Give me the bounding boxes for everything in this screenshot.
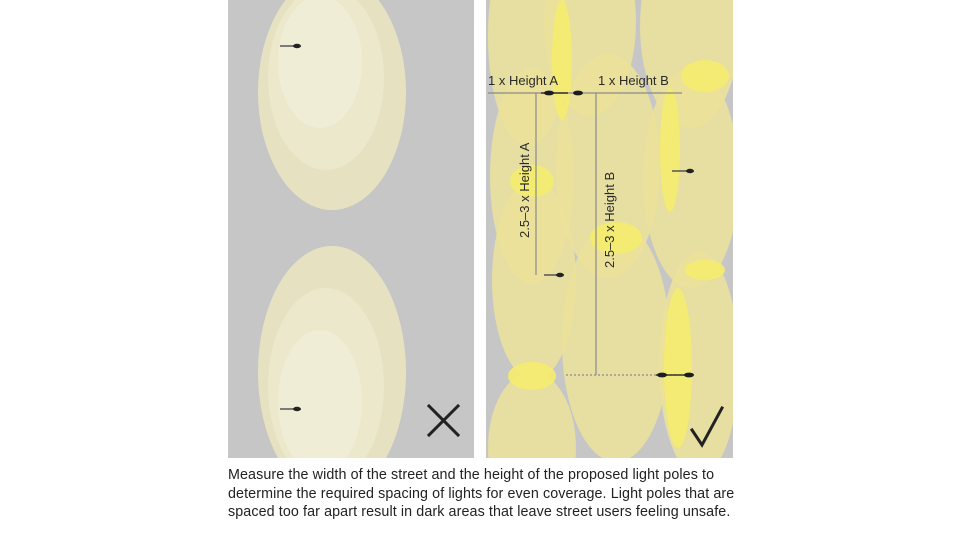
panel-evenly-spaced-lights: 1 x Height A 1 x Height B 2.5–3 x Height…	[486, 0, 733, 458]
light-pole-icon	[544, 272, 564, 278]
caption: Measure the width of the street and the …	[228, 467, 735, 520]
light-pole-icon	[280, 406, 301, 412]
label-vertical-height-a: 2.5–3 x Height A	[517, 142, 532, 238]
light-pool-top	[258, 0, 406, 210]
light-pole-icon	[656, 372, 694, 378]
light-pole-icon	[280, 43, 301, 49]
street-plan-wrong	[228, 0, 474, 458]
checkmark-icon	[689, 405, 725, 448]
dimension-lines	[488, 92, 682, 376]
label-vertical-height-b: 2.5–3 x Height B	[602, 172, 617, 268]
label-horizontal-height-a: 1 x Height A	[488, 73, 558, 88]
panel-poorly-spaced-lights	[228, 0, 474, 458]
label-horizontal-height-b: 1 x Height B	[598, 73, 669, 88]
light-pole-icon	[541, 90, 583, 96]
light-pole-icon	[672, 168, 694, 174]
light-overlaps	[508, 0, 729, 448]
light-pool-bottom	[258, 246, 406, 458]
street-plan-right: 1 x Height A 1 x Height B 2.5–3 x Height…	[486, 0, 733, 458]
cross-icon	[426, 403, 461, 438]
